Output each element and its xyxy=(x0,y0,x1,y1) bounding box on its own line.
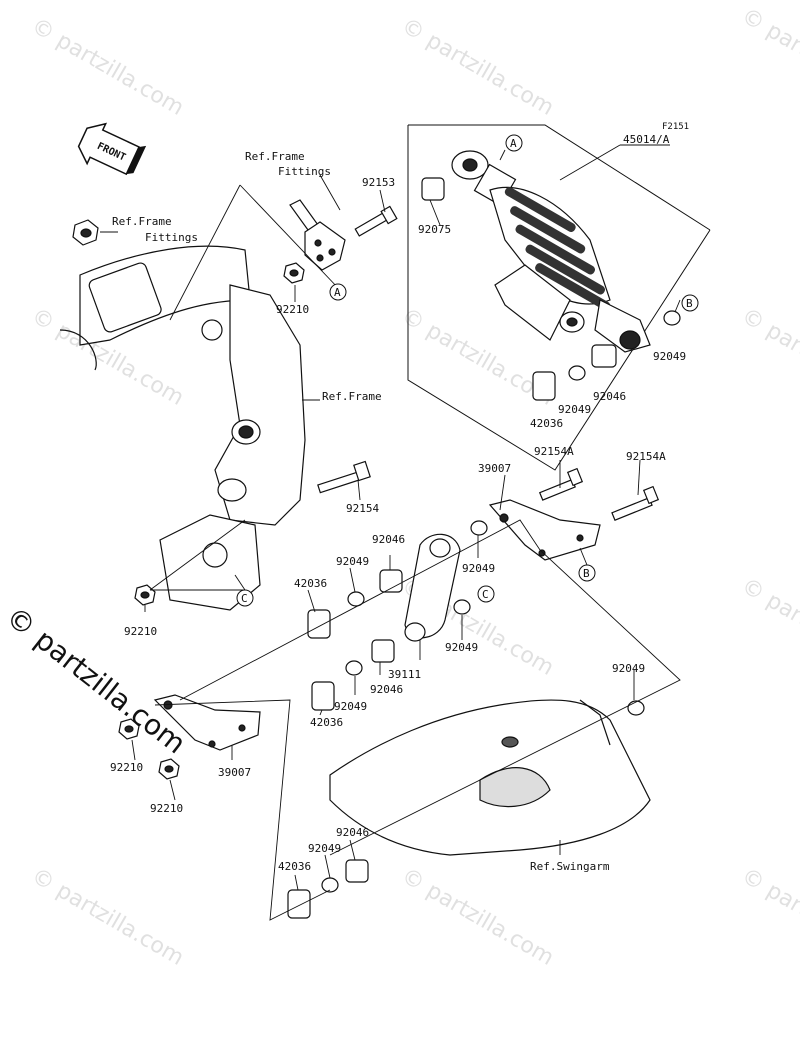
callout-a-top: A xyxy=(329,283,347,301)
bolt-92154a-2 xyxy=(611,485,660,521)
label-92049-right: 92049 xyxy=(612,662,645,675)
label-92210-mid: 92210 xyxy=(124,625,157,638)
nut-92210-low xyxy=(118,718,180,780)
bracket-ref-frame-fittings xyxy=(289,199,346,271)
watermark-text: © partzilla.com xyxy=(737,864,800,971)
callout-b-low: B xyxy=(578,564,596,582)
label-92153: 92153 xyxy=(362,176,395,189)
label-92046-shock: 92046 xyxy=(593,390,626,403)
bolt-92154 xyxy=(317,460,371,494)
label-92046-low: 92046 xyxy=(370,683,403,696)
label-92049-mid: 92049 xyxy=(336,555,369,568)
label-92049-low: 92049 xyxy=(334,700,367,713)
label-92154: 92154 xyxy=(346,502,379,515)
label-92046-bot: 92046 xyxy=(336,826,369,839)
callout-c-text: C xyxy=(241,592,248,605)
watermark-text: © partzilla.com xyxy=(397,864,558,971)
label-42036-shock: 42036 xyxy=(530,417,563,430)
label-92049-mid2: 92049 xyxy=(462,562,495,575)
watermark-text: © partzilla.com xyxy=(27,864,188,971)
link-39111 xyxy=(404,533,461,642)
label-42036-bot: 42036 xyxy=(278,860,311,873)
callout-b-text: B xyxy=(583,567,590,580)
bolt-92153 xyxy=(354,205,398,237)
label-42036-low: 42036 xyxy=(310,716,343,729)
part-labels: Ref.Frame Fittings Ref.Frame Fittings Re… xyxy=(110,133,686,873)
nut-ref-frame-fittings xyxy=(72,219,99,246)
shock-absorber xyxy=(451,150,651,353)
callout-c-text: C xyxy=(482,588,489,601)
callout-a-text: A xyxy=(510,137,517,150)
collar-92075 xyxy=(421,177,445,201)
bracket-39007-top xyxy=(488,499,601,561)
label-42036-mid: 42036 xyxy=(294,577,327,590)
label-ref-frame-fittings-line2: Fittings xyxy=(278,165,331,178)
swingarm xyxy=(329,699,651,856)
shock-small-parts xyxy=(421,177,681,401)
label-39111: 39111 xyxy=(388,668,421,681)
label-92049-mid3: 92049 xyxy=(445,641,478,654)
bearing-92046 xyxy=(591,344,617,368)
collar-42036 xyxy=(532,371,556,401)
watermark-text: © partzilla.com xyxy=(737,304,800,411)
label-92049-bot: 92049 xyxy=(308,842,341,855)
label-92154a-2: 92154A xyxy=(626,450,666,463)
label-92154a-1: 92154A xyxy=(534,445,574,458)
bolt-92154a-1 xyxy=(538,467,584,501)
label-ref-frame-fittings-left-line1: Ref.Frame xyxy=(112,215,172,228)
watermark-text: © partzilla.com xyxy=(397,14,558,121)
label-ref-swingarm: Ref.Swingarm xyxy=(530,860,610,873)
label-ref-frame: Ref.Frame xyxy=(322,390,382,403)
label-39007-low: 39007 xyxy=(218,766,251,779)
label-92075: 92075 xyxy=(418,223,451,236)
label-92210-low1: 92210 xyxy=(110,761,143,774)
label-92210-low2: 92210 xyxy=(150,802,183,815)
label-45014: 45014/A xyxy=(623,133,670,146)
label-39007-top: 39007 xyxy=(478,462,511,475)
label-92049-shock: 92049 xyxy=(653,350,686,363)
callout-a-shock: A xyxy=(505,134,523,152)
label-ref-frame-fittings-line1: Ref.Frame xyxy=(245,150,305,163)
nut-92210-top xyxy=(283,262,305,284)
washer-92049-b xyxy=(568,365,586,381)
label-ref-frame-fittings-left-line2: Fittings xyxy=(145,231,198,244)
callout-b-text: B xyxy=(686,297,693,310)
front-arrow-badge: FRONT xyxy=(77,122,147,176)
watermark-text: © partzilla.com xyxy=(737,4,800,111)
callout-c-link: C xyxy=(477,585,495,603)
label-92046-mid: 92046 xyxy=(372,533,405,546)
callout-a-text: A xyxy=(334,286,341,299)
label-92049-shock-b: 92049 xyxy=(558,403,591,416)
diagram-code: F2151 xyxy=(662,122,689,132)
bracket-39007-low xyxy=(153,694,261,751)
leader-lines xyxy=(100,144,681,921)
frame-sketch xyxy=(59,245,306,611)
callout-b-shock: B xyxy=(681,294,699,312)
washer-92049 xyxy=(663,310,681,326)
label-92210-top: 92210 xyxy=(276,303,309,316)
bottom-small-parts xyxy=(287,859,369,919)
watermark-text: © partzilla.com xyxy=(737,574,800,681)
watermark-text: © partzilla.com xyxy=(27,14,188,121)
callout-c-frame: C xyxy=(236,589,254,607)
